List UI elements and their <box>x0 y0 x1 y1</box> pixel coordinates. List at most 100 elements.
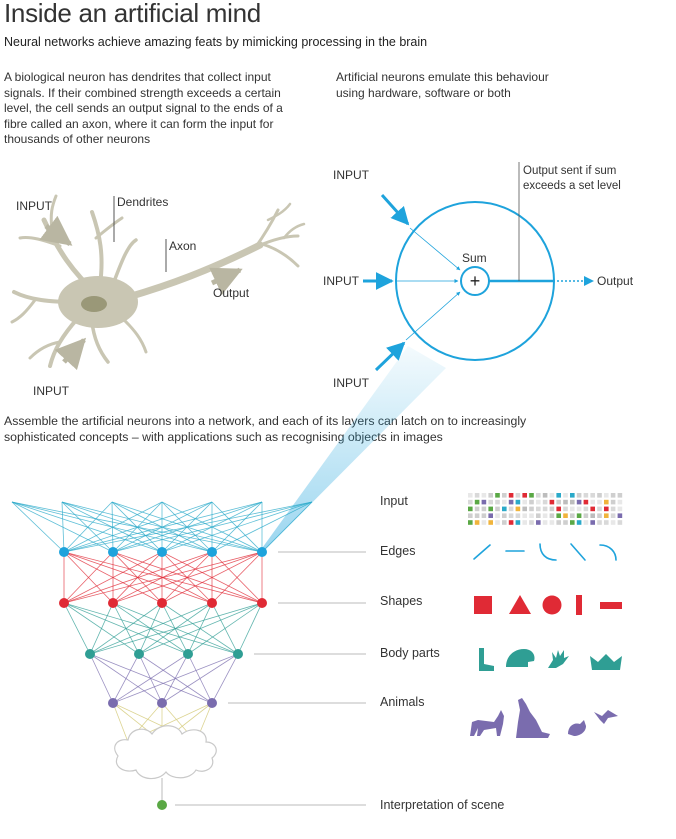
network-node <box>233 649 243 659</box>
network-edge <box>161 653 239 704</box>
pixel <box>481 499 487 505</box>
pixel <box>563 499 568 505</box>
network-node <box>85 649 95 659</box>
pixel <box>590 513 595 518</box>
pixel <box>515 520 521 525</box>
pixel <box>542 506 548 512</box>
network-edge <box>61 501 65 553</box>
pixel <box>474 513 480 518</box>
ears-icon <box>590 654 622 670</box>
leg-icon <box>479 648 494 671</box>
pixel <box>529 513 534 518</box>
pixel <box>536 506 541 512</box>
network-edge <box>89 602 114 655</box>
pixel <box>563 520 568 525</box>
animals-icon <box>470 698 618 738</box>
pixel <box>468 499 473 505</box>
pixel <box>536 493 541 498</box>
pixel <box>488 499 493 505</box>
pixel <box>563 513 568 518</box>
pixel <box>468 520 473 525</box>
pixel <box>617 493 623 498</box>
edge-lines-icon <box>473 543 617 561</box>
pixel <box>508 520 514 525</box>
pixel <box>597 520 602 525</box>
network-edge <box>237 602 263 655</box>
threshold-note-line2: exceeds a set level <box>523 180 621 192</box>
pixel <box>522 520 527 525</box>
network-edge <box>63 551 114 604</box>
art-input-label-bottom: INPUT <box>333 376 370 390</box>
dog-icon <box>516 698 550 738</box>
pixel <box>590 493 595 498</box>
pixel <box>495 506 500 512</box>
pixel <box>604 493 609 498</box>
pixel <box>563 493 568 498</box>
network-node <box>134 649 144 659</box>
pixel <box>617 513 623 518</box>
network-node <box>183 649 193 659</box>
network-node <box>59 547 69 557</box>
pixel <box>563 506 568 512</box>
pixel <box>468 506 473 512</box>
pixel <box>468 513 473 518</box>
network-node <box>207 698 217 708</box>
pixel <box>522 499 527 505</box>
artificial-neuron-description: Artificial neurons emulate this behaviou… <box>336 70 549 100</box>
network-edge <box>63 501 163 553</box>
pixel <box>604 506 609 512</box>
network-node <box>108 598 118 608</box>
network-edge <box>63 501 113 553</box>
pixel <box>536 513 541 518</box>
network-node <box>108 547 118 557</box>
layer-label-body-parts: Body parts <box>380 646 440 660</box>
network-edge <box>161 551 263 604</box>
pixel <box>549 493 555 498</box>
pixel <box>617 506 623 512</box>
pixel <box>468 493 473 498</box>
network-nodes <box>59 547 267 810</box>
pixel <box>481 506 487 512</box>
pixel <box>474 493 480 498</box>
pixel <box>610 499 616 505</box>
biological-neuron: INPUT Dendrites Axon Output INPUT <box>10 194 306 398</box>
network-node <box>257 547 267 557</box>
pixel <box>590 506 595 512</box>
pixel <box>502 513 507 518</box>
pixel <box>481 513 487 518</box>
network-edge <box>112 702 129 743</box>
layer-label-interpretation: Interpretation of scene <box>380 798 504 812</box>
network-edge <box>112 653 140 704</box>
pixel <box>508 499 514 505</box>
pixel <box>583 513 589 518</box>
pixel <box>508 513 514 518</box>
pixel <box>529 499 534 505</box>
pixel <box>481 520 487 525</box>
square-icon <box>474 596 492 614</box>
pixel <box>583 499 589 505</box>
bird-icon <box>594 710 618 724</box>
bar-icon <box>576 595 582 615</box>
network-edge <box>112 653 239 704</box>
pixel <box>536 520 541 525</box>
pixel <box>542 520 548 525</box>
pixel <box>508 493 514 498</box>
network-edge <box>112 551 263 604</box>
pixel <box>576 520 582 525</box>
network-edge <box>211 653 239 704</box>
pixel <box>529 520 534 525</box>
pixel <box>597 513 602 518</box>
biological-neuron-description: A biological neuron has dendrites that c… <box>4 70 283 146</box>
pixel <box>583 506 589 512</box>
network-node <box>257 598 267 608</box>
network-edge <box>63 551 263 604</box>
layer-label-animals: Animals <box>380 695 424 709</box>
pixel <box>474 506 480 512</box>
pixel <box>488 493 493 498</box>
network-edge <box>89 602 163 655</box>
pixel <box>488 513 493 518</box>
pixel <box>604 499 609 505</box>
pixel <box>495 493 500 498</box>
network-connections <box>11 501 313 805</box>
pixel <box>576 513 582 518</box>
